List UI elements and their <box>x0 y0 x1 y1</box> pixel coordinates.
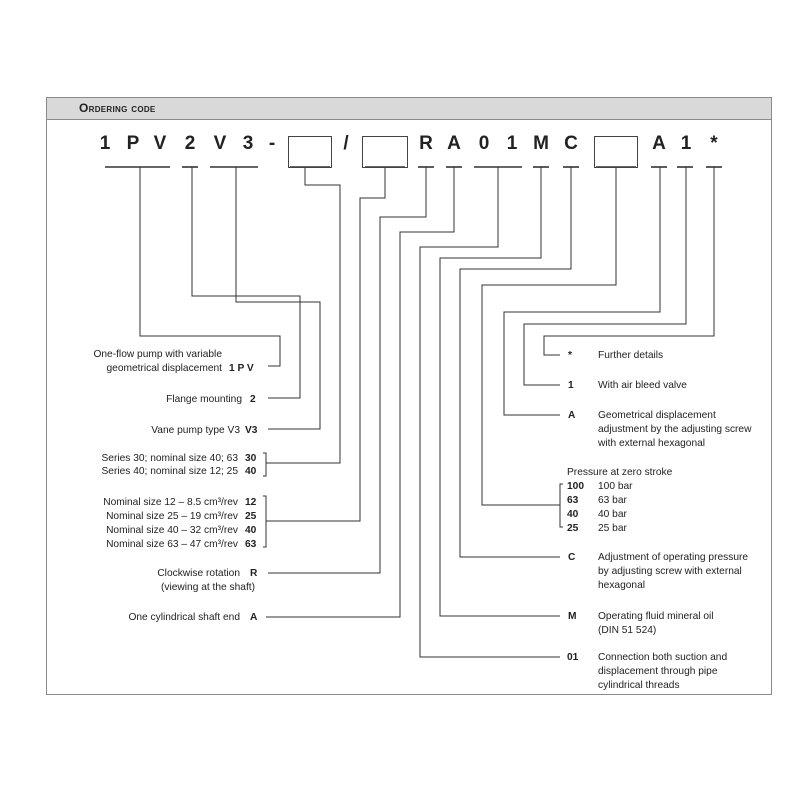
page-title: Ordering code <box>79 101 156 115</box>
flange-code: 2 <box>250 394 256 405</box>
pressure-heading: Pressure at zero stroke <box>567 467 673 478</box>
pump-desc-line2: geometrical displacement <box>106 363 222 374</box>
bracket-pressure <box>559 483 563 528</box>
leader-pressure <box>481 167 617 506</box>
pressure-code: 40 <box>567 509 579 520</box>
adjust-desc-line1: Geometrical displacement <box>598 410 716 421</box>
code-char: 1 <box>680 133 692 154</box>
opc-code: C <box>568 552 576 563</box>
pump-code: 1 P V <box>229 363 254 374</box>
code-char: R <box>419 133 433 154</box>
pressure-code: 100 <box>567 481 584 492</box>
star-desc: Further details <box>598 350 664 361</box>
opc-desc-line1: Adjustment of operating pressure <box>598 552 749 563</box>
code-char: 3 <box>242 133 254 154</box>
leader-series <box>266 167 341 464</box>
fluid-desc-line1: Operating fluid mineral oil <box>598 611 714 622</box>
leader-connection <box>419 167 560 658</box>
vane-code: V3 <box>245 425 258 436</box>
code-char: V <box>213 133 227 154</box>
code-char: A <box>652 133 666 154</box>
code-blank-box <box>594 136 638 168</box>
connection-desc-line1: Connection both suction and <box>598 652 728 663</box>
bracket-series <box>263 452 267 477</box>
code-char: 2 <box>184 133 196 154</box>
leader-fluid <box>439 167 560 617</box>
size-code: 63 <box>245 539 257 550</box>
code-char: M <box>533 133 549 154</box>
series-desc: Series 30; nominal size 40; 63 <box>101 453 238 464</box>
adjust-code: A <box>568 410 576 421</box>
code-char: P <box>126 133 140 154</box>
code-char: 0 <box>478 133 490 154</box>
code-char: * <box>710 133 718 154</box>
size-desc: Nominal size 40 – 32 cm³/rev <box>106 525 238 536</box>
rotation-code: R <box>250 568 258 579</box>
code-char: A <box>447 133 461 154</box>
pressure-desc: 63 bar <box>598 495 627 506</box>
series-code: 30 <box>245 453 257 464</box>
leader-shaft <box>266 167 455 618</box>
flange-desc: Flange mounting <box>166 394 242 405</box>
fluid-code: M <box>568 611 577 622</box>
rotation-desc: Clockwise rotation <box>157 568 240 579</box>
ordering-code-panel: Ordering code <box>46 97 772 695</box>
code-char: V <box>153 133 167 154</box>
pressure-desc: 40 bar <box>598 509 627 520</box>
leader-size <box>266 167 386 522</box>
size-desc: Nominal size 12 – 8.5 cm³/rev <box>103 497 238 508</box>
code-dash: - <box>268 133 276 154</box>
code-blank-box <box>288 136 332 168</box>
leader-flange <box>191 167 301 399</box>
code-char: 1 <box>506 133 518 154</box>
leader-star <box>543 167 715 356</box>
shaft-desc: One cylindrical shaft end <box>128 612 240 623</box>
pressure-code: 63 <box>567 495 579 506</box>
adjust-desc-line2: adjustment by the adjusting screw <box>598 424 752 435</box>
pressure-desc: 25 bar <box>598 523 627 534</box>
code-slash: / <box>343 133 349 154</box>
star-code: * <box>568 350 572 361</box>
bleed-code: 1 <box>568 380 574 391</box>
leader-opc <box>459 167 572 558</box>
rotation-note: (viewing at the shaft) <box>161 582 255 593</box>
header-bar: Ordering code <box>47 98 771 120</box>
connection-code: 01 <box>567 652 579 663</box>
leader-rotation <box>268 167 427 574</box>
leader-adjust <box>503 167 661 416</box>
code-char: 1 <box>99 133 111 154</box>
pressure-desc: 100 bar <box>598 481 633 492</box>
leader-pump <box>139 167 281 367</box>
code-blank-box <box>362 136 408 168</box>
code-char: C <box>564 133 578 154</box>
size-desc: Nominal size 25 – 19 cm³/rev <box>106 511 238 522</box>
series-code: 40 <box>245 466 257 477</box>
adjust-desc-line3: with external hexagonal <box>598 438 706 449</box>
bleed-desc: With air bleed valve <box>598 380 687 391</box>
opc-desc-line2: by adjusting screw with external <box>598 566 742 577</box>
bracket-size <box>263 495 267 548</box>
pressure-code: 25 <box>567 523 579 534</box>
fluid-desc-line2: (DIN 51 524) <box>598 625 657 636</box>
leader-vane <box>235 167 321 430</box>
leader-bleed <box>523 167 687 386</box>
connection-desc-line3: cylindrical threads <box>598 680 680 691</box>
shaft-code: A <box>250 612 258 623</box>
series-desc: Series 40; nominal size 12; 25 <box>101 466 238 477</box>
size-code: 40 <box>245 525 257 536</box>
connection-desc-line2: displacement through pipe <box>598 666 718 677</box>
opc-desc-line3: hexagonal <box>598 580 646 591</box>
vane-desc: Vane pump type V3 <box>151 425 240 436</box>
size-code: 12 <box>245 497 257 508</box>
size-code: 25 <box>245 511 257 522</box>
pump-desc-line1: One-flow pump with variable <box>93 349 222 360</box>
size-desc: Nominal size 63 – 47 cm³/rev <box>106 539 238 550</box>
